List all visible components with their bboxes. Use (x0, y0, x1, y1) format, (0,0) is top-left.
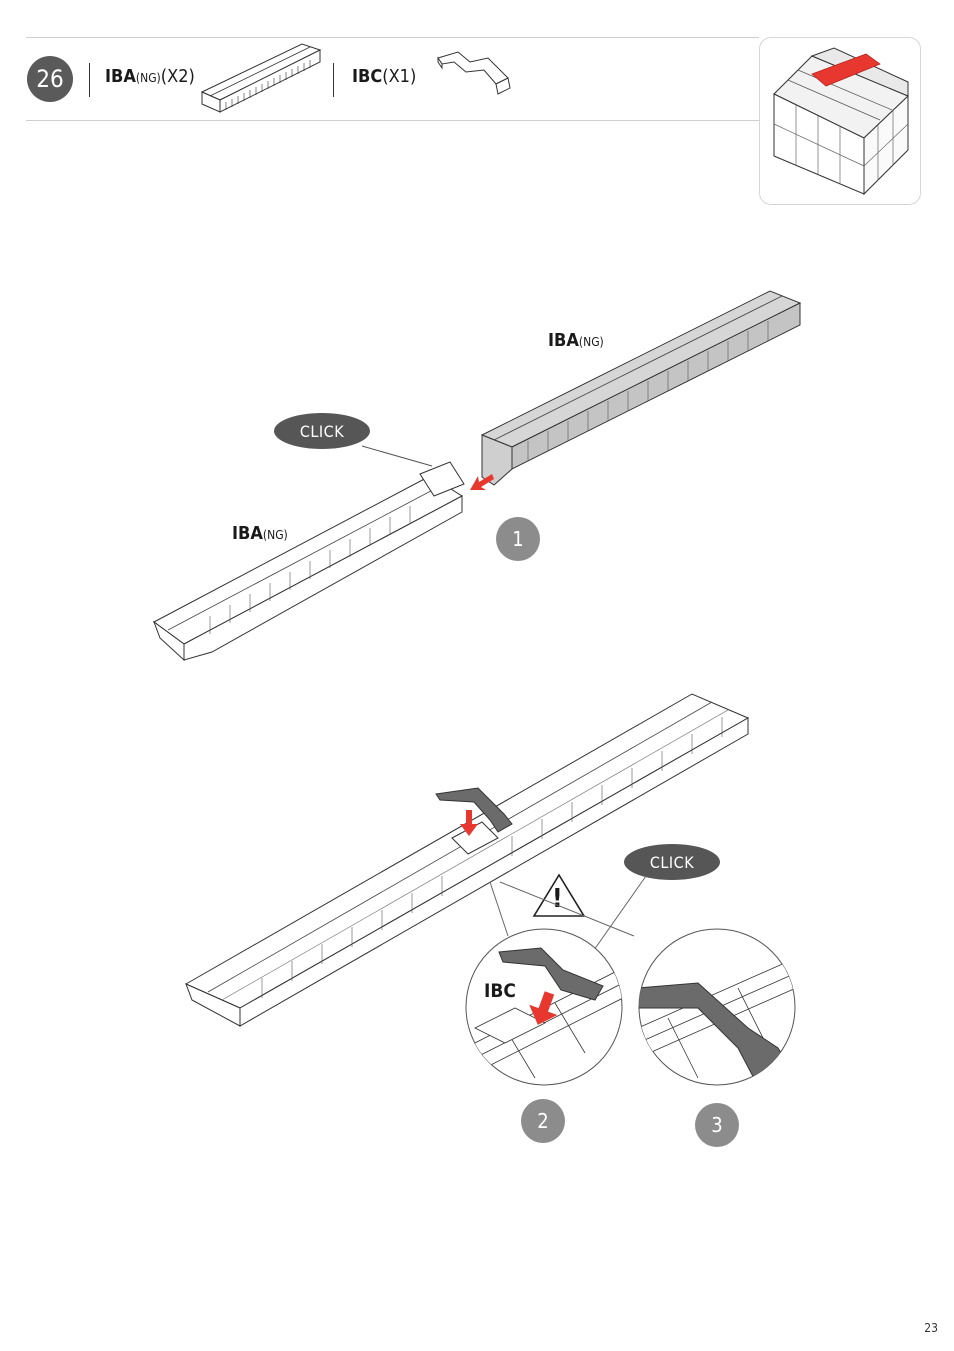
zoom-detail-ibc-clicked (638, 928, 796, 1086)
step2-click-leader-line (593, 875, 647, 951)
step2-number-badge: 2 (521, 1099, 565, 1143)
step1-lower-iba-rail (152, 461, 465, 662)
zoom-detail-insert-ibc (465, 928, 623, 1086)
part-ibc-header-label: IBC(X1) (352, 66, 416, 87)
iba-part-thumbnail (200, 43, 322, 113)
step2-click-text: CLICK (649, 852, 695, 872)
greenhouse-icon (773, 47, 909, 196)
step1-lower-iba-code: IBA (232, 523, 263, 544)
step1-number-badge: 1 (496, 517, 540, 561)
warning-triangle-icon (532, 873, 586, 917)
part-iba-code: IBA (105, 66, 136, 87)
step1-red-arrow-icon (470, 474, 494, 490)
header-divider-2 (333, 63, 334, 97)
header-divider-1 (89, 63, 90, 97)
step2-zoom-leader-lines (489, 881, 635, 937)
step2-red-down-arrow-icon (460, 810, 478, 836)
step1-upper-iba-rail (480, 290, 802, 486)
header-top-rule (26, 37, 759, 38)
part-ibc-qty: (X1) (382, 66, 417, 87)
header-bottom-rule (26, 120, 759, 121)
step1-lower-iba-label: IBA(NG) (232, 523, 288, 544)
step2-click-callout: CLICK (624, 844, 720, 880)
step1-upper-iba-label: IBA(NG) (548, 330, 604, 351)
step-number: 26 (36, 65, 64, 93)
part-iba-qty: (X2) (160, 66, 195, 87)
step1-click-text: CLICK (299, 421, 345, 441)
part-iba-header-label: IBA(NG)(X2) (105, 66, 195, 87)
step1-upper-iba-variant: (NG) (578, 335, 604, 349)
ibc-part-thumbnail (437, 51, 511, 95)
step2-number: 2 (537, 1109, 549, 1133)
step3-number-badge: 3 (695, 1103, 739, 1147)
warning-symbol: ! (552, 884, 563, 914)
step1-click-leader-line (361, 445, 433, 467)
step1-upper-iba-code: IBA (548, 330, 579, 351)
step1-number: 1 (512, 527, 524, 551)
greenhouse-overview-thumbnail (759, 37, 921, 205)
part-ibc-code: IBC (352, 66, 383, 87)
step2-ibc-connector (435, 787, 513, 833)
step-number-badge: 26 (27, 56, 73, 102)
step2-joined-rail (184, 693, 750, 1027)
page-number: 23 (924, 1321, 938, 1335)
part-iba-variant: (NG) (135, 71, 161, 85)
step3-number: 3 (711, 1113, 723, 1137)
ibc-zoom-label: IBC (484, 980, 516, 1002)
step1-lower-iba-variant: (NG) (262, 528, 288, 542)
step1-click-callout: CLICK (274, 413, 370, 449)
